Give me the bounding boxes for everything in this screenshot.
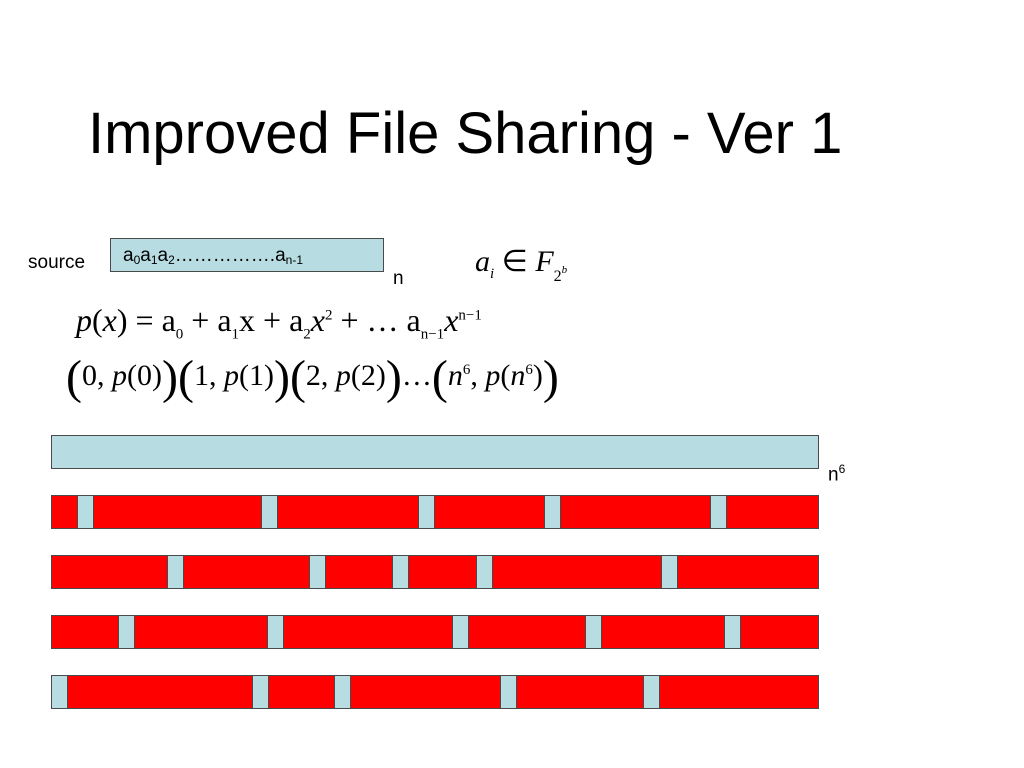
held-share-cell <box>77 495 95 529</box>
held-share-cell <box>167 555 185 589</box>
pt1-arg: 1 <box>248 359 264 392</box>
poly-x1: x + a <box>239 302 304 338</box>
coef-a0-sub: 0 <box>133 253 141 267</box>
coef-a1: a <box>140 245 151 266</box>
poly-t1: 1 <box>231 326 240 343</box>
field-membership: ai ∈ F2b <box>475 244 567 286</box>
held-share-cell <box>475 555 493 589</box>
poly-p: p <box>76 302 92 338</box>
poly-tn: n−1 <box>420 326 445 343</box>
evaluation-points: (0, p(0))(1, p(1))(2, p(2))…(n6, p(n6)) <box>66 351 559 404</box>
peer-row-1 <box>51 495 819 529</box>
n6-n: n <box>828 464 839 486</box>
field-F: F <box>535 245 554 278</box>
field-a: a <box>475 245 490 278</box>
coef-a0: a <box>123 245 134 266</box>
n6-exp: 6 <box>838 462 846 476</box>
element-of-symbol: ∈ <box>501 245 528 278</box>
pt2-x: 2 <box>305 359 321 392</box>
pt2-arg: 2 <box>360 359 376 392</box>
poly-plus-a: + a <box>191 302 232 338</box>
ptn-x: n <box>447 359 463 392</box>
n6-length-label: n6 <box>828 462 845 486</box>
held-share-cell <box>117 615 135 649</box>
held-share-cell <box>260 495 278 529</box>
peer-row-3 <box>51 615 819 649</box>
held-share-cell <box>585 615 603 649</box>
field-two: 2 <box>553 268 562 285</box>
poly-mid: + … a <box>340 302 421 338</box>
held-share-cell <box>51 675 68 709</box>
ptn-x-exp: 6 <box>462 362 471 378</box>
pt1-p: p <box>223 359 239 392</box>
pt1-x: 1 <box>193 359 209 392</box>
field-i: i <box>490 266 495 282</box>
ptn-arg-exp: 6 <box>525 362 533 378</box>
slide-title: Improved File Sharing - Ver 1 <box>88 101 843 166</box>
poly-x: x <box>102 302 117 338</box>
source-label: source <box>28 252 86 273</box>
held-share-cell <box>391 555 409 589</box>
pt2-p: p <box>335 359 351 392</box>
held-share-cell <box>661 555 679 589</box>
coef-a2: a <box>157 245 169 266</box>
held-share-cell <box>500 675 518 709</box>
held-share-cell <box>451 615 469 649</box>
poly-x2: x <box>310 302 325 338</box>
held-share-cell <box>710 495 728 529</box>
pt0-arg: 0 <box>136 359 152 392</box>
poly-xn: x <box>444 302 459 338</box>
held-share-cell <box>723 615 741 649</box>
held-share-cell <box>543 495 561 529</box>
pt0-p: p <box>111 359 127 392</box>
held-share-cell <box>418 495 435 529</box>
encoded-file-bar <box>51 435 819 469</box>
poly-e2: 2 <box>324 307 333 324</box>
field-b: b <box>561 264 568 276</box>
poly-t2: 2 <box>303 326 311 343</box>
held-share-cell <box>334 675 352 709</box>
held-share-cell <box>251 675 269 709</box>
source-file-box: a0a1a2…………….an-1 <box>110 238 384 272</box>
held-share-cell <box>642 675 660 709</box>
coef-a2-sub: 2 <box>168 253 175 267</box>
poly-eq: = a <box>135 302 176 338</box>
pt0-x: 0 <box>81 359 97 392</box>
ptn-arg: n <box>510 359 526 392</box>
points-ellipsis: … <box>401 359 432 392</box>
coef-a1-sub: 1 <box>150 253 158 267</box>
ptn-p: p <box>485 359 501 392</box>
held-share-cell <box>309 555 327 589</box>
held-share-cell <box>266 615 284 649</box>
coef-an-sub: n-1 <box>285 253 303 267</box>
poly-t0: 0 <box>175 326 184 343</box>
coef-dots: …………….a <box>174 245 286 266</box>
n-length-label: n <box>393 268 404 289</box>
poly-en: n−1 <box>458 307 482 324</box>
polynomial-expression: p(x) = a0 + a1x + a2x2 + … an−1xn−1 <box>76 302 482 343</box>
peer-row-2 <box>51 555 819 589</box>
peer-row-4 <box>51 675 819 709</box>
